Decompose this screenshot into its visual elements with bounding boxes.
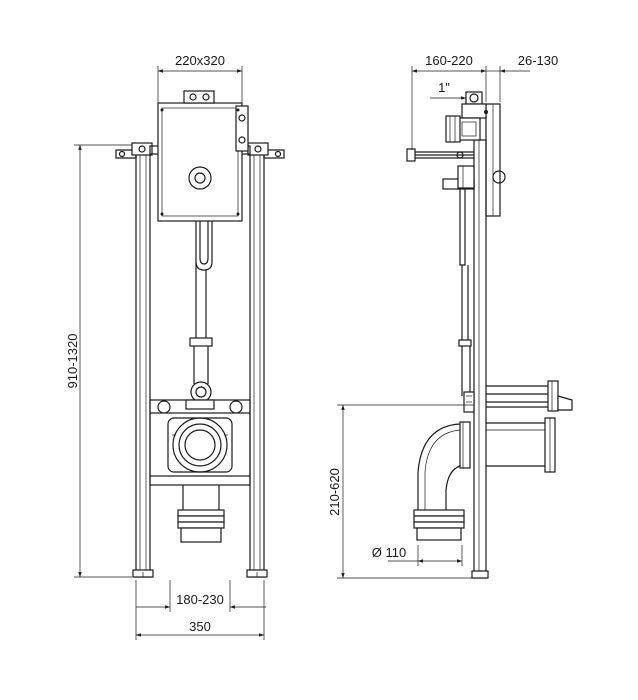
left-frame-upright	[135, 144, 151, 578]
cistern-panel	[157, 90, 249, 222]
left-foot	[132, 569, 154, 578]
bottom-cross-rail	[149, 475, 251, 486]
side-inlet-valve	[445, 91, 488, 143]
right-wall-bracket	[247, 142, 285, 159]
front-view	[115, 90, 285, 578]
dimension-outlet-height: 210-620	[327, 404, 474, 579]
right-frame-upright	[249, 144, 265, 578]
flush-pipe	[189, 221, 213, 403]
side-horizontal-outlet	[486, 417, 556, 473]
dimension-depth-label: 160-220	[425, 53, 473, 68]
dimension-inlet-size-label: 1"	[438, 80, 450, 95]
dimension-outlet-diameter: Ø 110	[372, 545, 463, 566]
dimension-plate-offset: 26-130	[486, 53, 558, 102]
dimension-inlet-size: 1"	[430, 80, 466, 100]
side-view	[406, 91, 573, 579]
dimension-panel-size-label: 220x320	[175, 53, 225, 68]
side-mounting-plate	[485, 103, 506, 217]
side-flush-pipe	[458, 189, 475, 413]
outlet-bend-front	[149, 413, 251, 476]
dimension-outlet-height-label: 210-620	[327, 468, 342, 516]
dimension-frame-width: 350	[135, 580, 265, 640]
dimension-outlet-spacing-label: 180-230	[176, 592, 224, 607]
right-foot	[246, 569, 268, 578]
dimension-frame-height-label: 910-1320	[65, 334, 80, 389]
side-pan-bolts	[486, 380, 573, 412]
drain-connector-front	[177, 485, 225, 543]
dimension-outlet-spacing: 180-230	[136, 580, 266, 612]
dimension-depth: 160-220	[411, 53, 487, 150]
side-control-bracket	[442, 165, 475, 190]
side-outlet-bend	[417, 421, 471, 510]
dimension-frame-height: 910-1320	[65, 144, 132, 578]
side-adjustment-rod	[406, 148, 474, 162]
middle-cross-rail	[149, 399, 251, 414]
left-wall-bracket	[115, 142, 153, 159]
dimension-plate-offset-label: 26-130	[518, 53, 558, 68]
dimension-frame-width-label: 350	[189, 619, 211, 634]
dimension-panel-size: 220x320	[157, 53, 243, 103]
dimension-outlet-diameter-label: Ø 110	[372, 545, 406, 560]
side-drain-connector	[413, 509, 465, 541]
